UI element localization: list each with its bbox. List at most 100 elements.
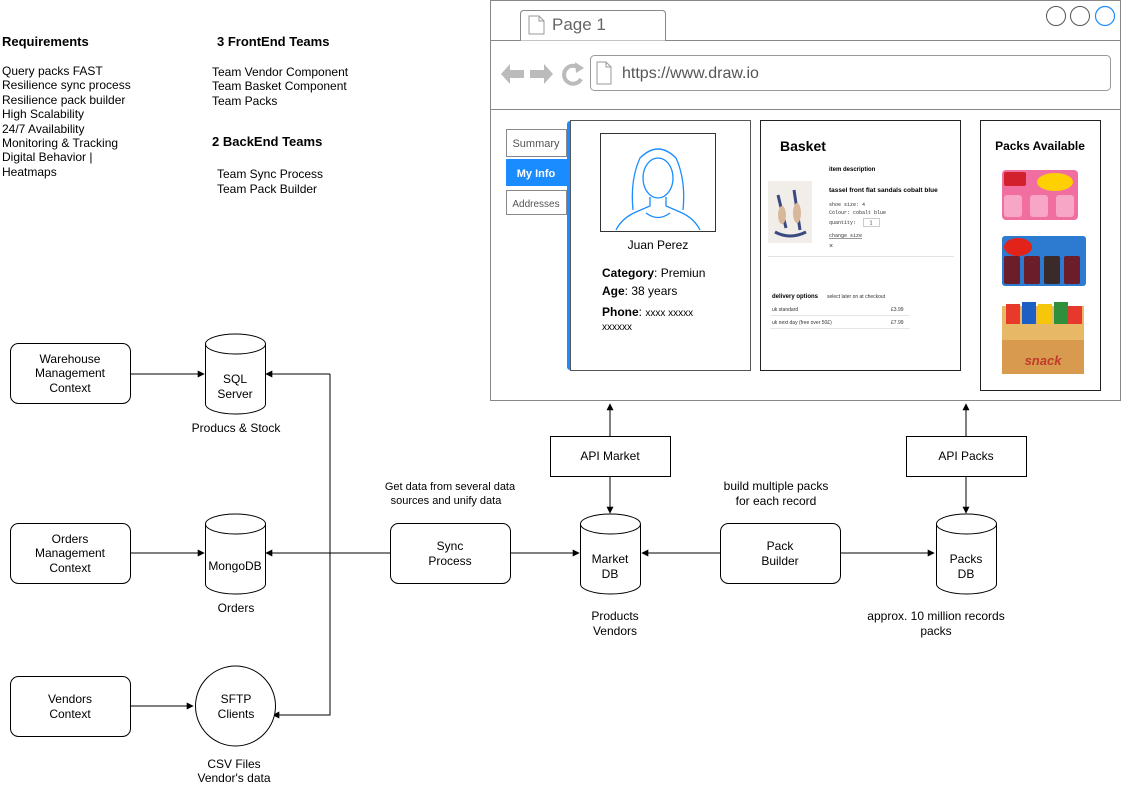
builder-caption: build multiple packs: [724, 479, 829, 493]
sftp-clients-node[interactable]: SFTP Clients: [195, 665, 276, 747]
pack-builder-node[interactable]: Pack Builder: [720, 523, 841, 584]
sql-caption: Producs & Stock: [192, 421, 282, 435]
backend-team: Team Pack Builder: [217, 182, 317, 196]
node-label: Builder: [761, 554, 798, 568]
db-label: DB: [602, 567, 619, 581]
node-label: Orders: [52, 532, 89, 546]
db-label: Packs: [950, 552, 983, 566]
tab-addresses[interactable]: [506, 190, 567, 215]
orders-context-node[interactable]: Orders Management Context: [10, 523, 131, 584]
db-label: MongoDB: [208, 559, 261, 573]
db-label: SQL: [223, 372, 247, 386]
packs-caption: packs: [920, 624, 951, 638]
sync-process-node[interactable]: Sync Process: [390, 523, 511, 584]
remove-item-icon[interactable]: ×: [829, 243, 833, 250]
backend-teams-block: 2 BackEnd Teams Team Sync Process Team P…: [212, 134, 323, 196]
category-row: Category: Premiun: [602, 266, 705, 280]
node-label: Process: [428, 554, 471, 568]
user-avatar-icon: [615, 148, 701, 231]
tab-page-1[interactable]: [520, 10, 666, 41]
backend-team: Team Sync Process: [217, 167, 323, 181]
sftp-caption: Vendor's data: [197, 771, 270, 785]
quantity-field[interactable]: [863, 218, 880, 227]
pack-image-snack-pack: [1002, 236, 1086, 286]
requirement-item: Heatmaps: [2, 165, 57, 179]
requirements-title: Requirements: [2, 34, 89, 49]
delivery-hint: select later on at checkout: [827, 294, 886, 300]
backend-title: 2 BackEnd Teams: [212, 134, 322, 149]
delivery-option-price: £7.99: [891, 320, 904, 326]
node-label: Management: [35, 546, 106, 560]
delivery-title: delivery options: [772, 294, 819, 300]
db-label: Market: [592, 552, 629, 566]
market-caption: Vendors: [593, 624, 637, 638]
tab-summary[interactable]: [506, 129, 567, 157]
forward-arrow-icon[interactable]: [530, 64, 553, 84]
basket-item-detail: quantity:: [829, 220, 856, 226]
window-control-maximize[interactable]: [1094, 5, 1116, 27]
basket-item-name[interactable]: tassel front flat sandals cobalt blue: [829, 187, 938, 194]
frontend-team: Team Vendor Component: [212, 65, 349, 79]
basket-item-header: item description: [829, 167, 876, 173]
frontend-team: Team Basket Component: [212, 79, 347, 93]
db-label: Server: [217, 387, 252, 401]
node-label: Vendors: [48, 692, 92, 706]
tab-my-info-label: My Info: [517, 168, 556, 180]
phone-row: Phone: xxxx xxxxx: [602, 305, 693, 319]
mongodb-db[interactable]: MongoDB: [205, 513, 266, 595]
node-label: Sync: [437, 539, 464, 553]
db-label: DB: [958, 567, 975, 581]
delivery-option-name[interactable]: uk next day (free over 50£): [772, 320, 832, 326]
node-label: Pack: [767, 539, 795, 553]
connectors: [131, 370, 970, 719]
sync-caption: Get data from several data: [385, 481, 516, 493]
node-label: SFTP: [221, 692, 252, 706]
refresh-icon[interactable]: [562, 62, 584, 86]
back-arrow-icon[interactable]: [501, 64, 524, 84]
requirement-item: Query packs FAST: [2, 64, 103, 78]
vendors-context-node[interactable]: Vendors Context: [10, 676, 131, 737]
sync-caption: sources and unify data: [391, 495, 503, 507]
node-label: Warehouse: [40, 352, 101, 366]
node-label: Management: [35, 366, 106, 380]
quantity-value: 1: [870, 221, 873, 227]
profile-name: Juan Perez: [628, 238, 689, 252]
window-control-minimize[interactable]: [1070, 6, 1090, 26]
bus-line-to-sftp: [272, 374, 331, 719]
sandal-product-image: [768, 181, 812, 243]
api-market-node[interactable]: API Market: [550, 436, 671, 477]
requirement-item: Resilience pack builder: [2, 93, 125, 107]
browser-mockup: Page 1 https://www.draw.io Summary My In…: [490, 0, 1121, 401]
tab-my-info[interactable]: [506, 159, 567, 186]
requirement-item: 24/7 Availability: [2, 122, 85, 136]
page-icon: [596, 61, 612, 85]
address-bar[interactable]: [590, 55, 1111, 91]
delivery-option-price: £3.99: [891, 307, 904, 313]
api-packs-node[interactable]: API Packs: [906, 436, 1027, 477]
node-label: Clients: [218, 707, 255, 721]
avatar: [600, 133, 716, 232]
requirement-item: Monitoring & Tracking: [2, 136, 118, 150]
basket-panel: [760, 120, 961, 371]
node-label: Context: [49, 707, 91, 721]
requirement-item: High Scalability: [2, 107, 84, 121]
pack-image-chips-box: snack: [1002, 302, 1084, 374]
requirement-item: Resilience sync process: [2, 78, 131, 92]
node-label: API Packs: [938, 449, 993, 463]
phone-row-continued: xxxxxx: [602, 322, 632, 333]
change-size-link[interactable]: change size: [829, 233, 862, 239]
page-icon: [528, 15, 545, 35]
frontend-teams-block: 3 FrontEnd Teams Team Vendor Component T…: [212, 34, 349, 108]
market-caption: Products: [591, 609, 638, 623]
packs-db[interactable]: Packs DB: [936, 513, 997, 595]
delivery-option-name[interactable]: uk standard: [772, 307, 798, 313]
basket-item-detail: Colour: cobalt blue: [829, 210, 886, 216]
requirements-block: Requirements Query packs FAST Resilience…: [2, 34, 131, 179]
sql-server-db[interactable]: SQL Server: [205, 333, 266, 415]
warehouse-context-node[interactable]: Warehouse Management Context: [10, 343, 131, 404]
market-db[interactable]: Market DB: [580, 513, 641, 595]
packs-caption: approx. 10 million records: [867, 609, 1004, 623]
window-control-close[interactable]: [1046, 6, 1066, 26]
tab-label: Page 1: [552, 15, 606, 34]
